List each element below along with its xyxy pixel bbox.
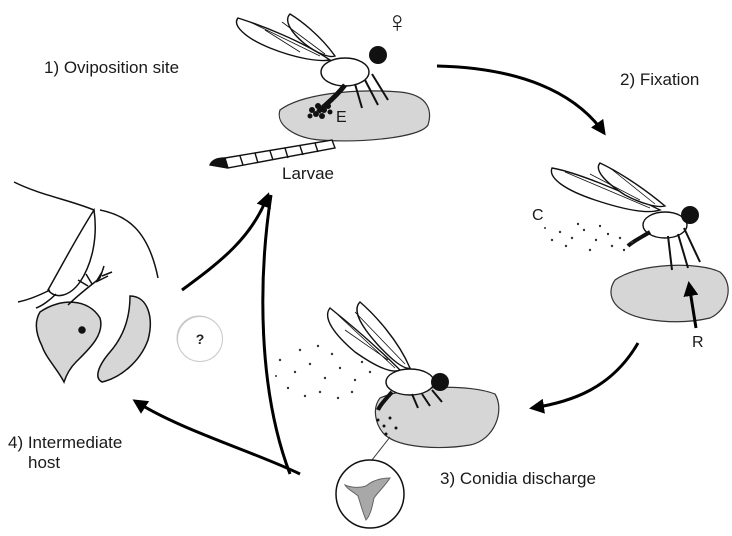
arrow-discharge-up-to-larvae <box>263 195 290 474</box>
label-rhizoid-marker: R <box>692 333 704 353</box>
label-intermediate-host-line2: host <box>28 453 60 473</box>
label-intermediate-host-line1: 4) Intermediate <box>8 433 122 453</box>
arrow-oviposition-to-fixation <box>437 66 604 133</box>
label-conidia-marker: C <box>532 206 544 226</box>
zoom-connector-line <box>372 437 390 460</box>
substrate-rock <box>279 91 429 141</box>
arrow-discharge-to-host <box>135 401 300 474</box>
label-fixation: 2) Fixation <box>620 70 699 90</box>
female-symbol: ♀ <box>386 8 409 38</box>
label-oviposition-site: 1) Oviposition site <box>44 58 179 78</box>
arrow-host-to-larvae <box>182 195 268 290</box>
arrow-fixation-to-discharge <box>532 343 638 408</box>
label-conidia-discharge: 3) Conidia discharge <box>440 469 596 489</box>
conidia-discharge-scene <box>275 302 499 528</box>
unknown-stage-marker: ? <box>177 316 223 362</box>
substrate-rock <box>611 265 728 321</box>
fly-icon <box>551 163 700 270</box>
label-egg-marker: E <box>336 108 347 128</box>
label-larvae: Larvae <box>282 164 334 184</box>
conidia-cloud <box>544 223 633 251</box>
fixation-scene <box>544 163 728 328</box>
